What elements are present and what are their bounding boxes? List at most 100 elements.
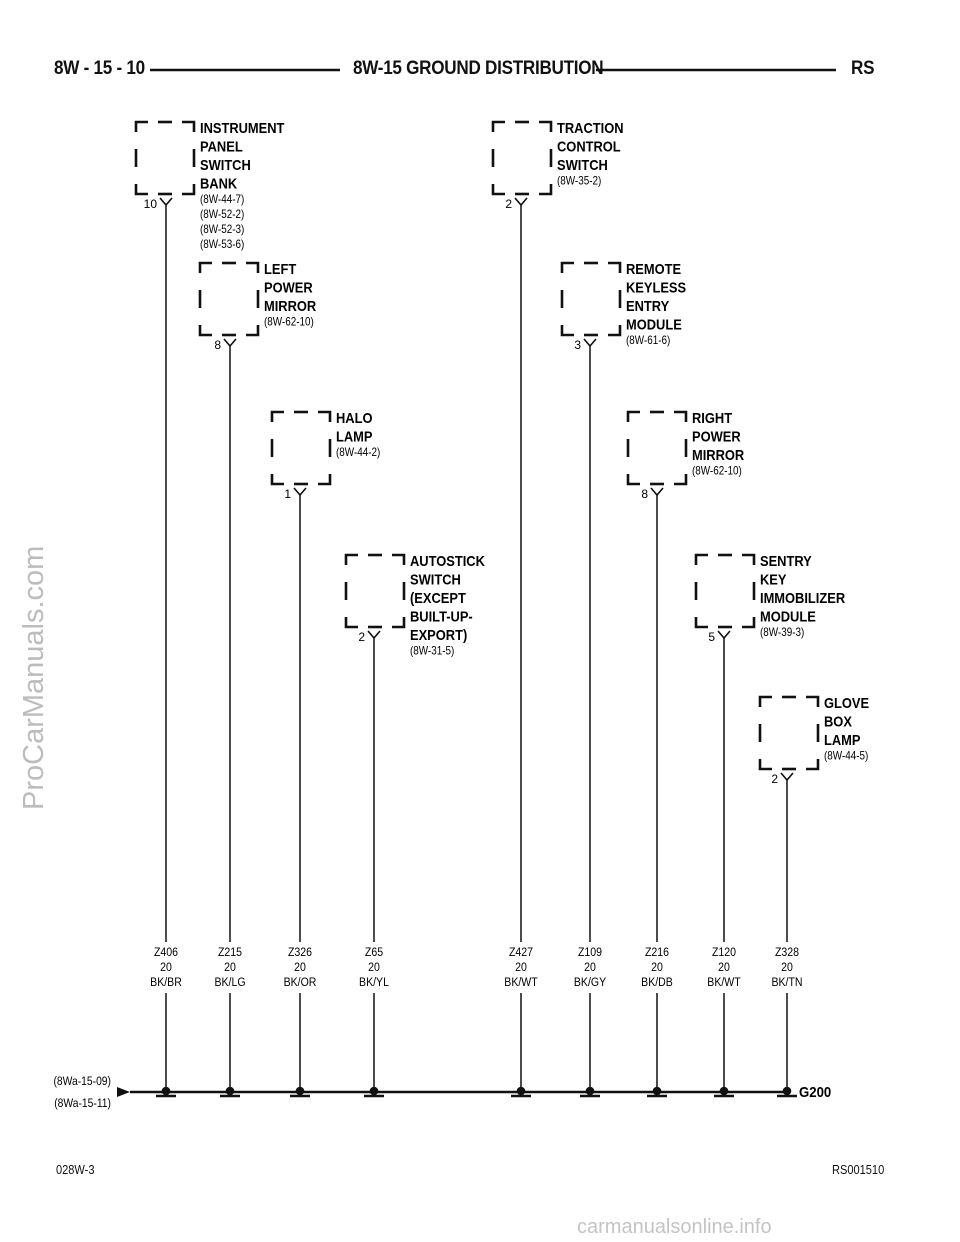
component-name-line: SENTRY (760, 552, 812, 569)
wire-label: 20 (718, 961, 730, 974)
pin-number: 5 (708, 630, 715, 644)
pin-terminal (223, 338, 237, 348)
component-name-line: SWITCH (410, 571, 461, 588)
pin-terminal (780, 772, 794, 782)
component-name-line: MODULE (626, 316, 682, 333)
wire-label: Z326 (288, 946, 312, 959)
wire-label: BK/WT (504, 976, 538, 989)
pin-number: 2 (771, 772, 778, 786)
component-name-line: LAMP (824, 731, 860, 748)
wire-label: Z65 (365, 946, 383, 959)
wire-label: Z109 (578, 946, 602, 959)
wire-label: 20 (160, 961, 172, 974)
splice-dot (585, 1086, 595, 1096)
component-name-line: ENTRY (626, 297, 670, 314)
wire-label: 20 (515, 961, 527, 974)
pin-terminal (159, 197, 173, 207)
component-reference: (8W-61-6) (626, 334, 670, 347)
component-name-line: LAMP (336, 428, 372, 445)
connector-box (134, 120, 196, 196)
component-name-line: BUILT-UP- (410, 608, 473, 625)
bus-arrow (117, 1087, 130, 1097)
wire-label: 20 (651, 961, 663, 974)
model-code: RS (851, 58, 875, 79)
wire-label: 20 (781, 961, 793, 974)
page-number: 8W - 15 - 10 (54, 58, 145, 79)
wire-label: Z120 (712, 946, 736, 959)
component-name-line: MIRROR (692, 446, 744, 463)
pin-number: 8 (641, 487, 648, 501)
component-name-line: KEY (760, 571, 787, 588)
component-name-line: INSTRUMENT (200, 119, 285, 136)
component-name-line: IMMOBILIZER (760, 589, 845, 606)
component-name-line: PANEL (200, 138, 243, 155)
splice-dot (516, 1086, 526, 1096)
pin-number: 10 (144, 197, 158, 211)
ground-reference: (8Wa-15-11) (54, 1097, 111, 1110)
pin-number: 8 (214, 338, 221, 352)
component-name-line: SWITCH (557, 156, 608, 173)
wire-label: BK/BR (150, 976, 182, 989)
component-traction-control-switch: TRACTIONCONTROLSWITCH(8W-35-2)2Z42720BK/… (491, 119, 624, 1088)
page-title: 8W-15 GROUND DISTRIBUTION (353, 58, 604, 79)
pin-terminal (514, 197, 528, 207)
figure-code: 028W-3 (56, 1162, 95, 1177)
component-reference: (8W-44-2) (336, 446, 380, 459)
pin-number: 3 (574, 338, 581, 352)
component-name-line: LEFT (264, 260, 297, 277)
ground-name: G200 (799, 1083, 831, 1100)
connector-box (626, 410, 688, 486)
component-reference: (8W-31-5) (410, 645, 454, 658)
connector-box (758, 695, 820, 771)
splice-dot (652, 1086, 662, 1096)
pin-number: 1 (284, 487, 291, 501)
connector-box (491, 120, 553, 196)
wire-label: BK/DB (641, 976, 673, 989)
component-name-line: EXPORT) (410, 626, 467, 643)
component-reference: (8W-52-3) (200, 223, 244, 236)
wire-label: 20 (368, 961, 380, 974)
wire-label: Z215 (218, 946, 242, 959)
wire-label: BK/TN (771, 976, 802, 989)
connector-box (560, 261, 622, 337)
wire-label: BK/GY (574, 976, 607, 989)
component-reference: (8W-52-2) (200, 208, 244, 221)
wire-label: Z406 (154, 946, 178, 959)
pin-number: 2 (505, 197, 512, 211)
component-name-line: KEYLESS (626, 279, 686, 296)
wire-label: BK/WT (707, 976, 741, 989)
component-name-line: GLOVE (824, 694, 869, 711)
component-reference: (8W-35-2) (557, 175, 601, 188)
splice-dot (161, 1086, 171, 1096)
pin-number: 2 (358, 630, 365, 644)
wire-label: 20 (224, 961, 236, 974)
pin-terminal (367, 630, 381, 640)
pin-terminal (293, 487, 307, 497)
component-name-line: HALO (336, 409, 373, 426)
component-name-line: POWER (264, 279, 313, 296)
connector-box (270, 410, 332, 486)
wire-label: Z216 (645, 946, 669, 959)
component-name-line: RIGHT (692, 409, 733, 426)
ground-reference: (8Wa-15-09) (53, 1075, 111, 1088)
component-name-line: SWITCH (200, 156, 251, 173)
component-name-line: TRACTION (557, 119, 624, 136)
wire-label: BK/LG (214, 976, 245, 989)
wire-label: Z328 (775, 946, 799, 959)
component-name-line: CONTROL (557, 138, 621, 155)
wire-label: BK/OR (284, 976, 317, 989)
wire-label: BK/YL (359, 976, 389, 989)
splice-dot (782, 1086, 792, 1096)
watermark-side: ProCarManuals.com (18, 545, 50, 810)
wire-label: 20 (294, 961, 306, 974)
component-name-line: BANK (200, 175, 237, 192)
connector-box (344, 553, 406, 629)
pin-terminal (583, 338, 597, 348)
pin-terminal (717, 630, 731, 640)
component-name-line: REMOTE (626, 260, 681, 277)
